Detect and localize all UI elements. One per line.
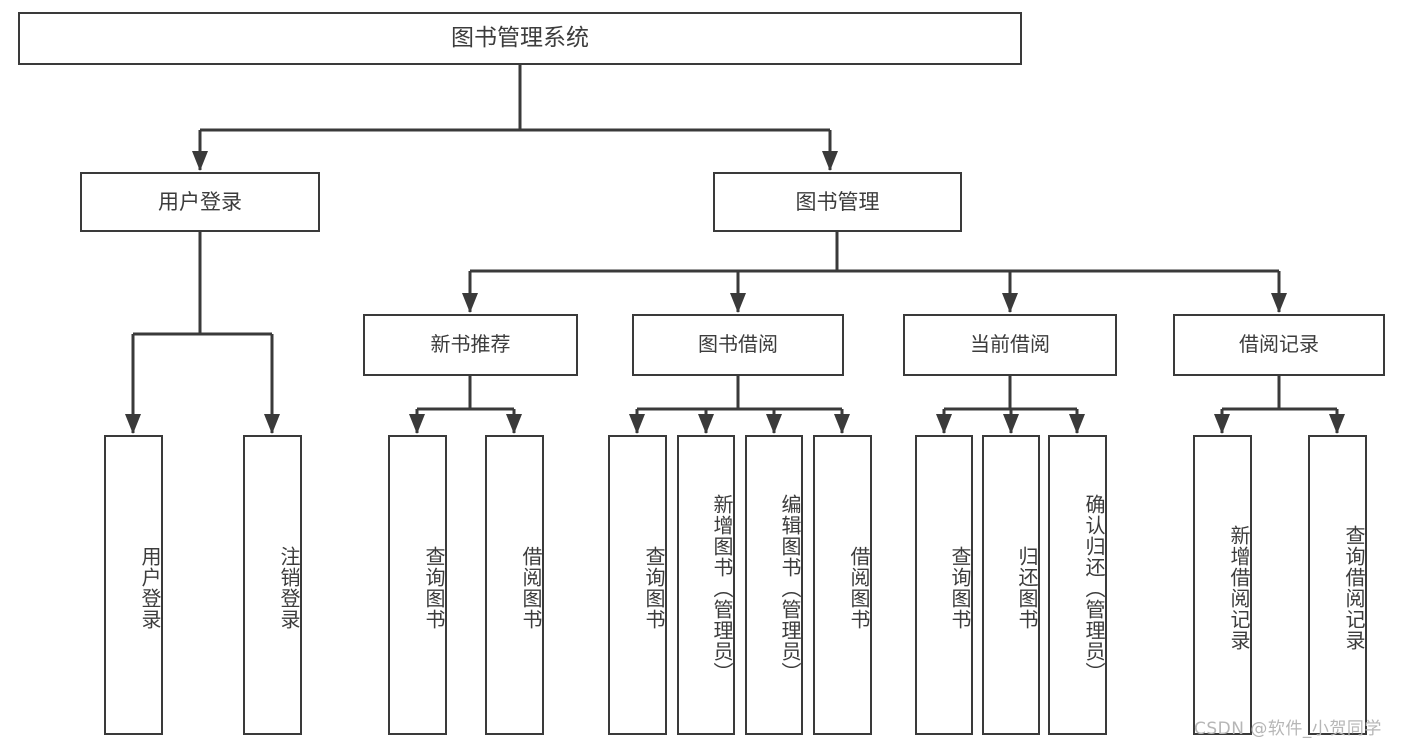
node-leaf-edit-book[interactable]: 编辑图书（管理员）: [745, 435, 803, 735]
node-leaf-query-record[interactable]: 查询借阅记录: [1308, 435, 1367, 735]
node-leaf-add-book[interactable]: 新增图书（管理员）: [677, 435, 735, 735]
arrowhead: [834, 414, 850, 434]
node-label: 用户登录: [138, 546, 162, 630]
node-leaf-confirm-return[interactable]: 确认归还（管理员）: [1048, 435, 1107, 735]
arrowhead: [1003, 414, 1019, 434]
node-leaf-borrow-book-1[interactable]: 借阅图书: [485, 435, 544, 735]
node-label: 借阅图书: [519, 546, 543, 630]
node-label: 图书借阅: [698, 332, 778, 357]
arrowhead: [698, 414, 714, 434]
arrowhead: [1271, 293, 1287, 313]
node-label: 图书管理: [795, 189, 880, 214]
node-label: 新增借阅记录: [1227, 525, 1251, 651]
node-leaf-query-book-3[interactable]: 查询图书: [915, 435, 973, 735]
node-label: 借阅记录: [1239, 332, 1319, 357]
arrowhead: [192, 151, 208, 171]
node-l2-borrow[interactable]: 图书借阅: [632, 314, 844, 376]
node-l1-book-manage[interactable]: 图书管理: [713, 172, 962, 232]
arrowhead: [1329, 414, 1345, 434]
node-leaf-logout[interactable]: 注销登录: [243, 435, 302, 735]
node-label: 用户登录: [158, 189, 242, 214]
node-label: 编辑图书（管理员）: [778, 493, 802, 683]
node-leaf-add-record[interactable]: 新增借阅记录: [1193, 435, 1252, 735]
arrowhead: [1214, 414, 1230, 434]
node-label: 当前借阅: [970, 332, 1050, 357]
csdn-watermark: CSDN @软件_小贺同学: [1194, 719, 1382, 739]
node-label: 查询图书: [948, 546, 972, 630]
arrowhead: [409, 414, 425, 434]
arrowhead: [506, 414, 522, 434]
node-root[interactable]: 图书管理系统: [18, 12, 1022, 65]
node-label: 确认归还（管理员）: [1082, 493, 1106, 683]
arrowhead: [462, 293, 478, 313]
node-label: 查询图书: [642, 546, 666, 630]
arrowhead: [936, 414, 952, 434]
node-leaf-return-book[interactable]: 归还图书: [982, 435, 1040, 735]
node-label: 图书管理系统: [451, 24, 589, 51]
arrowhead: [264, 414, 280, 434]
arrowhead: [629, 414, 645, 434]
node-leaf-borrow-book-2[interactable]: 借阅图书: [813, 435, 872, 735]
node-leaf-query-book-2[interactable]: 查询图书: [608, 435, 667, 735]
node-label: 借阅图书: [847, 546, 871, 630]
node-label: 注销登录: [277, 546, 301, 630]
arrowhead: [125, 414, 141, 434]
node-label: 查询借阅记录: [1342, 525, 1366, 651]
node-l2-current[interactable]: 当前借阅: [903, 314, 1117, 376]
arrowhead: [730, 293, 746, 313]
arrowhead: [1069, 414, 1085, 434]
node-l2-record[interactable]: 借阅记录: [1173, 314, 1385, 376]
arrowhead: [822, 151, 838, 171]
node-label: 新书推荐: [430, 332, 511, 357]
node-label: 归还图书: [1015, 546, 1039, 630]
node-l2-new-book[interactable]: 新书推荐: [363, 314, 578, 376]
node-label: 查询图书: [422, 546, 446, 630]
node-label: 新增图书（管理员）: [710, 493, 734, 683]
node-l1-user-login[interactable]: 用户登录: [80, 172, 320, 232]
arrowhead: [1002, 293, 1018, 313]
node-leaf-query-book-1[interactable]: 查询图书: [388, 435, 447, 735]
arrowhead: [766, 414, 782, 434]
node-leaf-user-login[interactable]: 用户登录: [104, 435, 163, 735]
